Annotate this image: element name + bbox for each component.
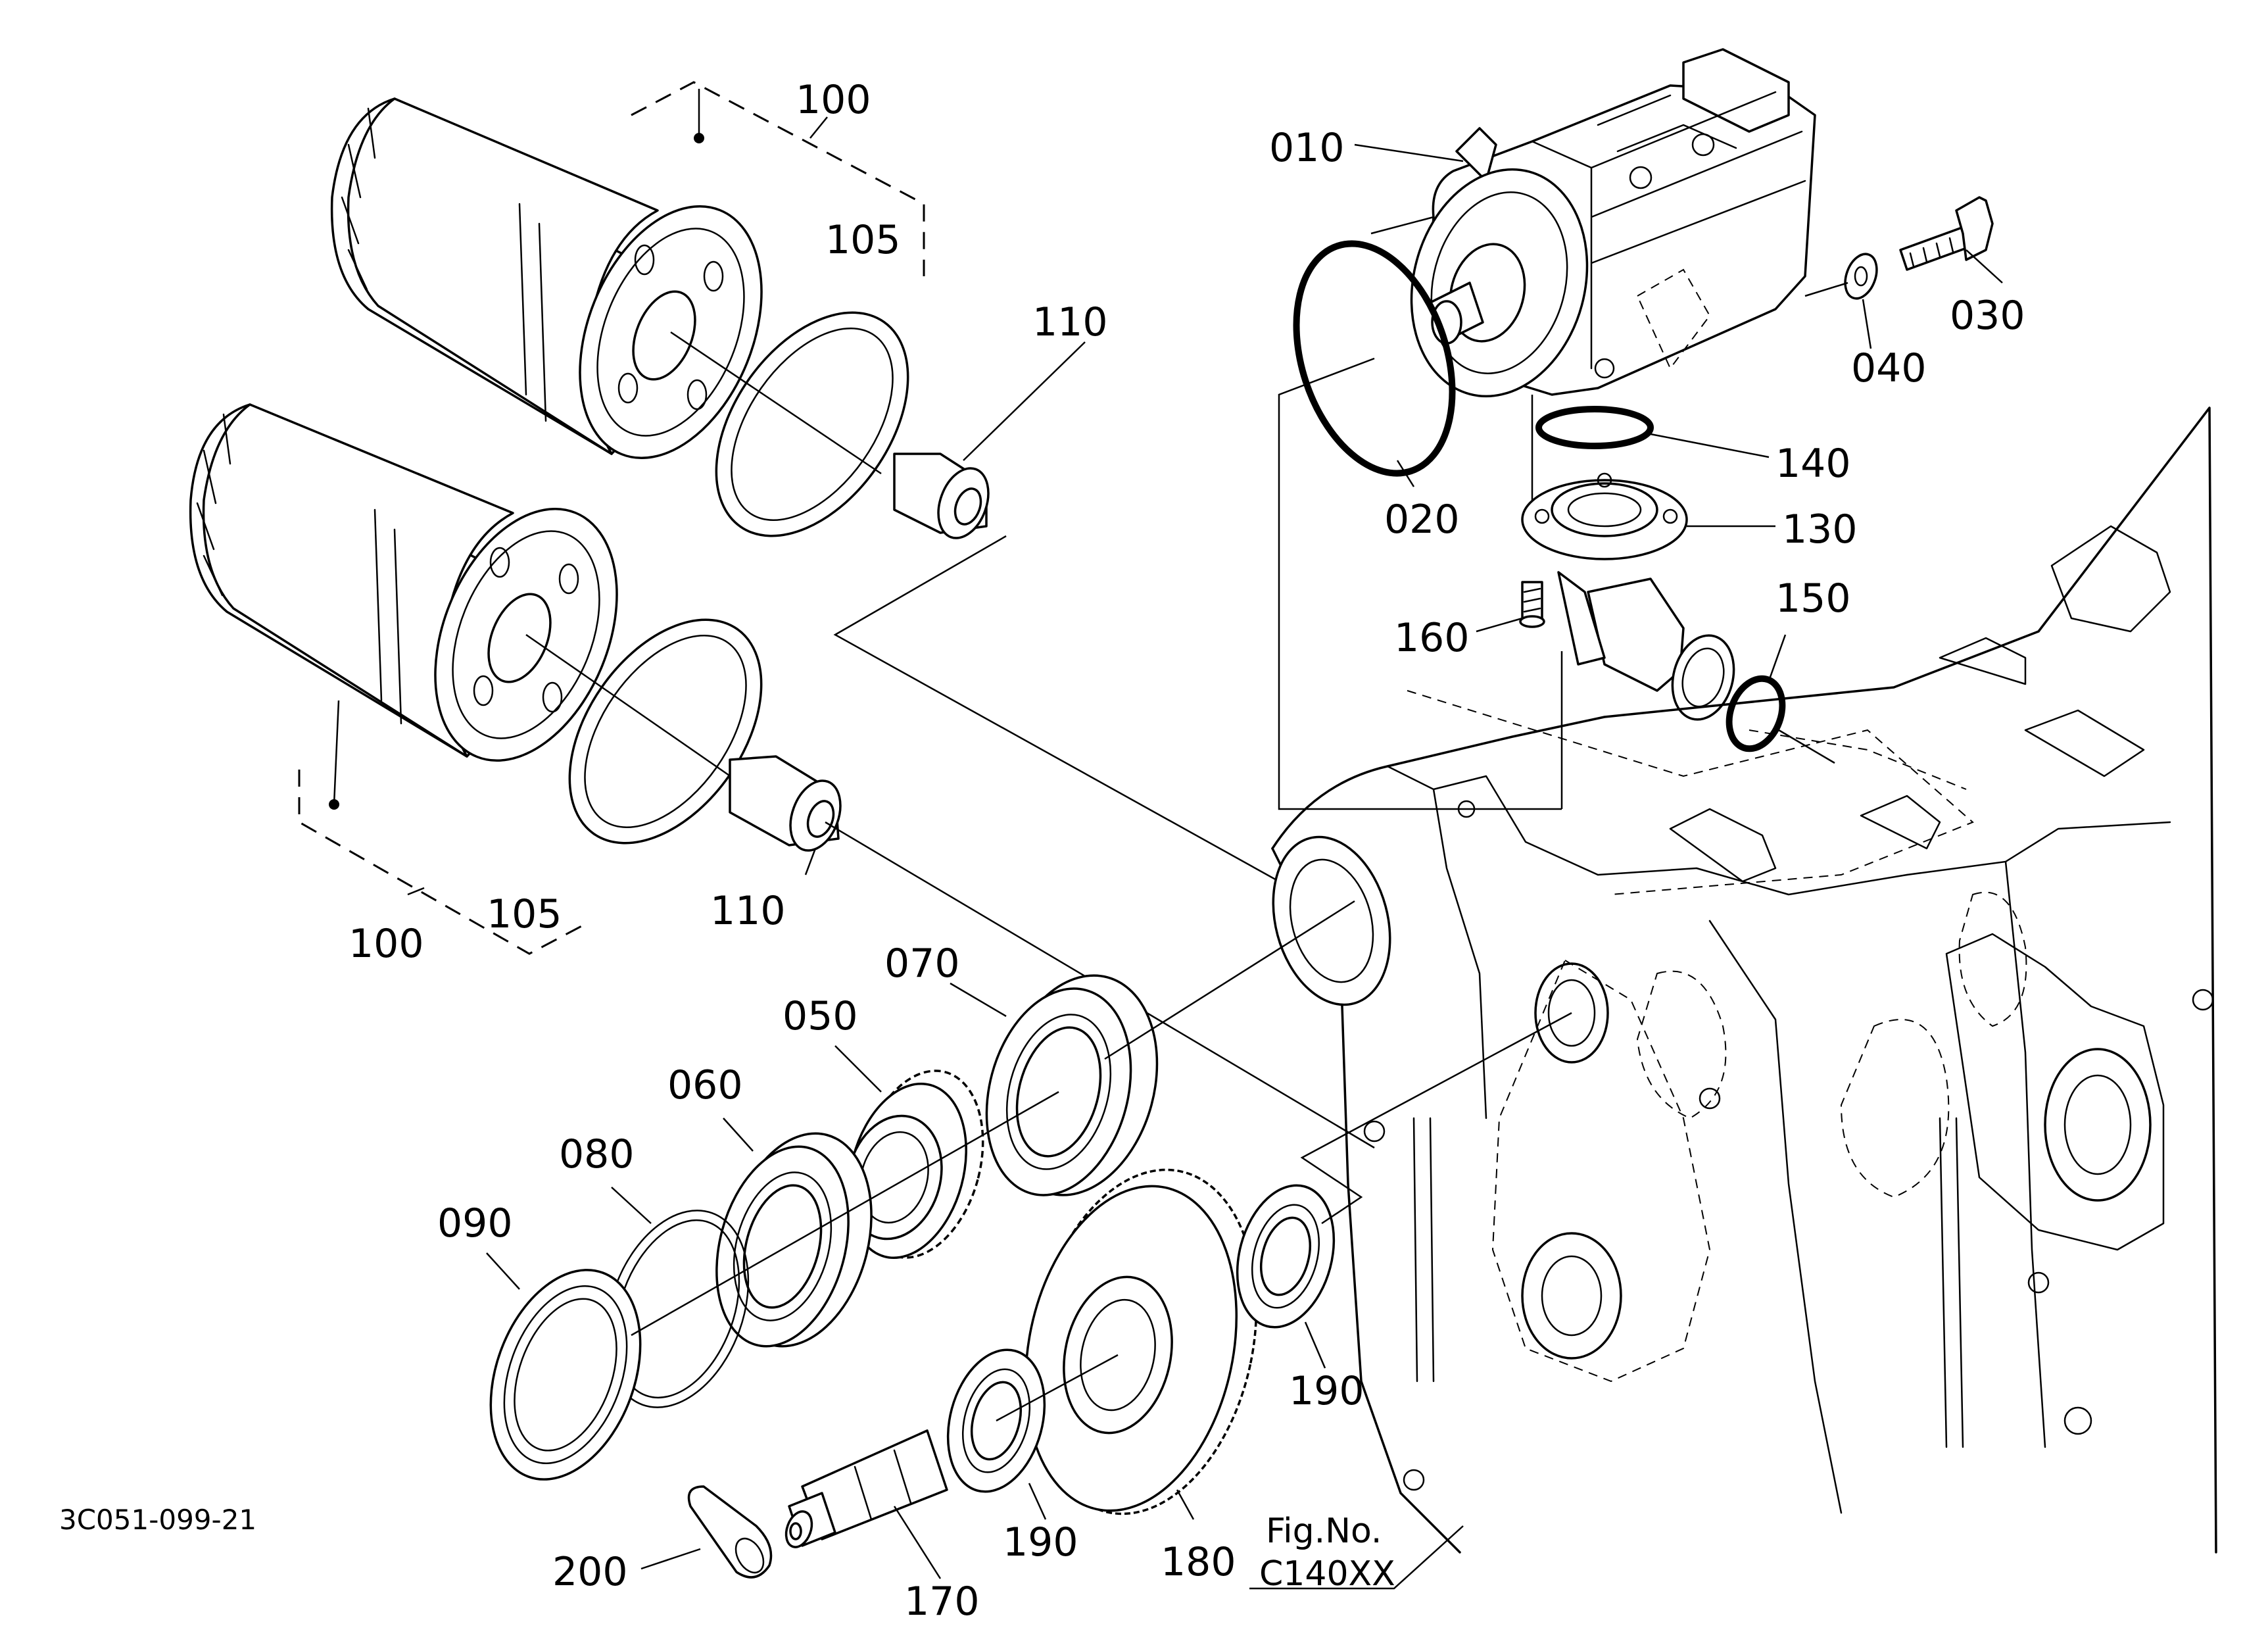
callout-190-upper: 190 (1289, 1368, 1364, 1414)
callout-130: 130 (1782, 506, 1858, 553)
bearing-060[interactable] (696, 1117, 894, 1362)
callout-110-lower: 110 (710, 888, 786, 934)
bolt-030[interactable] (1899, 196, 1994, 271)
transmission-housing (1271, 406, 2217, 1554)
callout-190-lower: 190 (1003, 1519, 1078, 1565)
callout-030: 030 (1950, 293, 2025, 339)
callout-100-lower: 100 (349, 921, 424, 967)
shaft-170[interactable] (782, 1429, 948, 1550)
gear-180[interactable] (997, 1148, 1286, 1535)
group-bracket-upper (631, 81, 925, 276)
callout-150: 150 (1775, 576, 1851, 622)
callout-060: 060 (667, 1062, 743, 1108)
callout-110-upper: 110 (1032, 299, 1108, 345)
bearing-190-upper[interactable] (1222, 1175, 1349, 1339)
nipple-110-upper[interactable] (893, 453, 998, 545)
callout-180: 180 (1161, 1539, 1236, 1585)
callout-020: 020 (1384, 497, 1460, 543)
flange-elbow-130[interactable] (1521, 472, 1743, 726)
callout-010: 010 (1269, 125, 1345, 171)
figure-id: 3C051-099-21 (59, 1504, 256, 1536)
hydraulic-pump-010[interactable] (1387, 48, 1816, 416)
oil-seal-090[interactable] (464, 1249, 667, 1500)
fig-no-label: Fig.No. (1266, 1512, 1382, 1551)
gear-050[interactable] (831, 1057, 1003, 1272)
o-ring-150[interactable] (1720, 671, 1791, 756)
callout-070: 070 (884, 941, 960, 987)
callout-090: 090 (437, 1200, 513, 1246)
gasket-105-upper[interactable] (677, 278, 947, 572)
plate-200[interactable] (687, 1485, 773, 1579)
o-ring-020[interactable] (1269, 224, 1480, 493)
o-ring-140[interactable] (1535, 406, 1654, 449)
callout-080: 080 (559, 1131, 635, 1177)
callout-170: 170 (904, 1579, 980, 1625)
callout-140: 140 (1775, 441, 1851, 487)
callout-160: 160 (1394, 615, 1470, 661)
nipple-110-lower[interactable] (729, 755, 850, 858)
washer-040[interactable] (1839, 250, 1882, 303)
screw-160[interactable] (1519, 581, 1545, 628)
callout-105-upper: 105 (825, 217, 901, 263)
callout-200: 200 (552, 1549, 628, 1595)
callout-050: 050 (783, 993, 858, 1039)
callout-105-lower: 105 (487, 891, 562, 937)
callout-100-upper: 100 (796, 77, 871, 123)
callout-040: 040 (1851, 345, 1927, 391)
fig-no-value: C140XX (1259, 1554, 1395, 1594)
